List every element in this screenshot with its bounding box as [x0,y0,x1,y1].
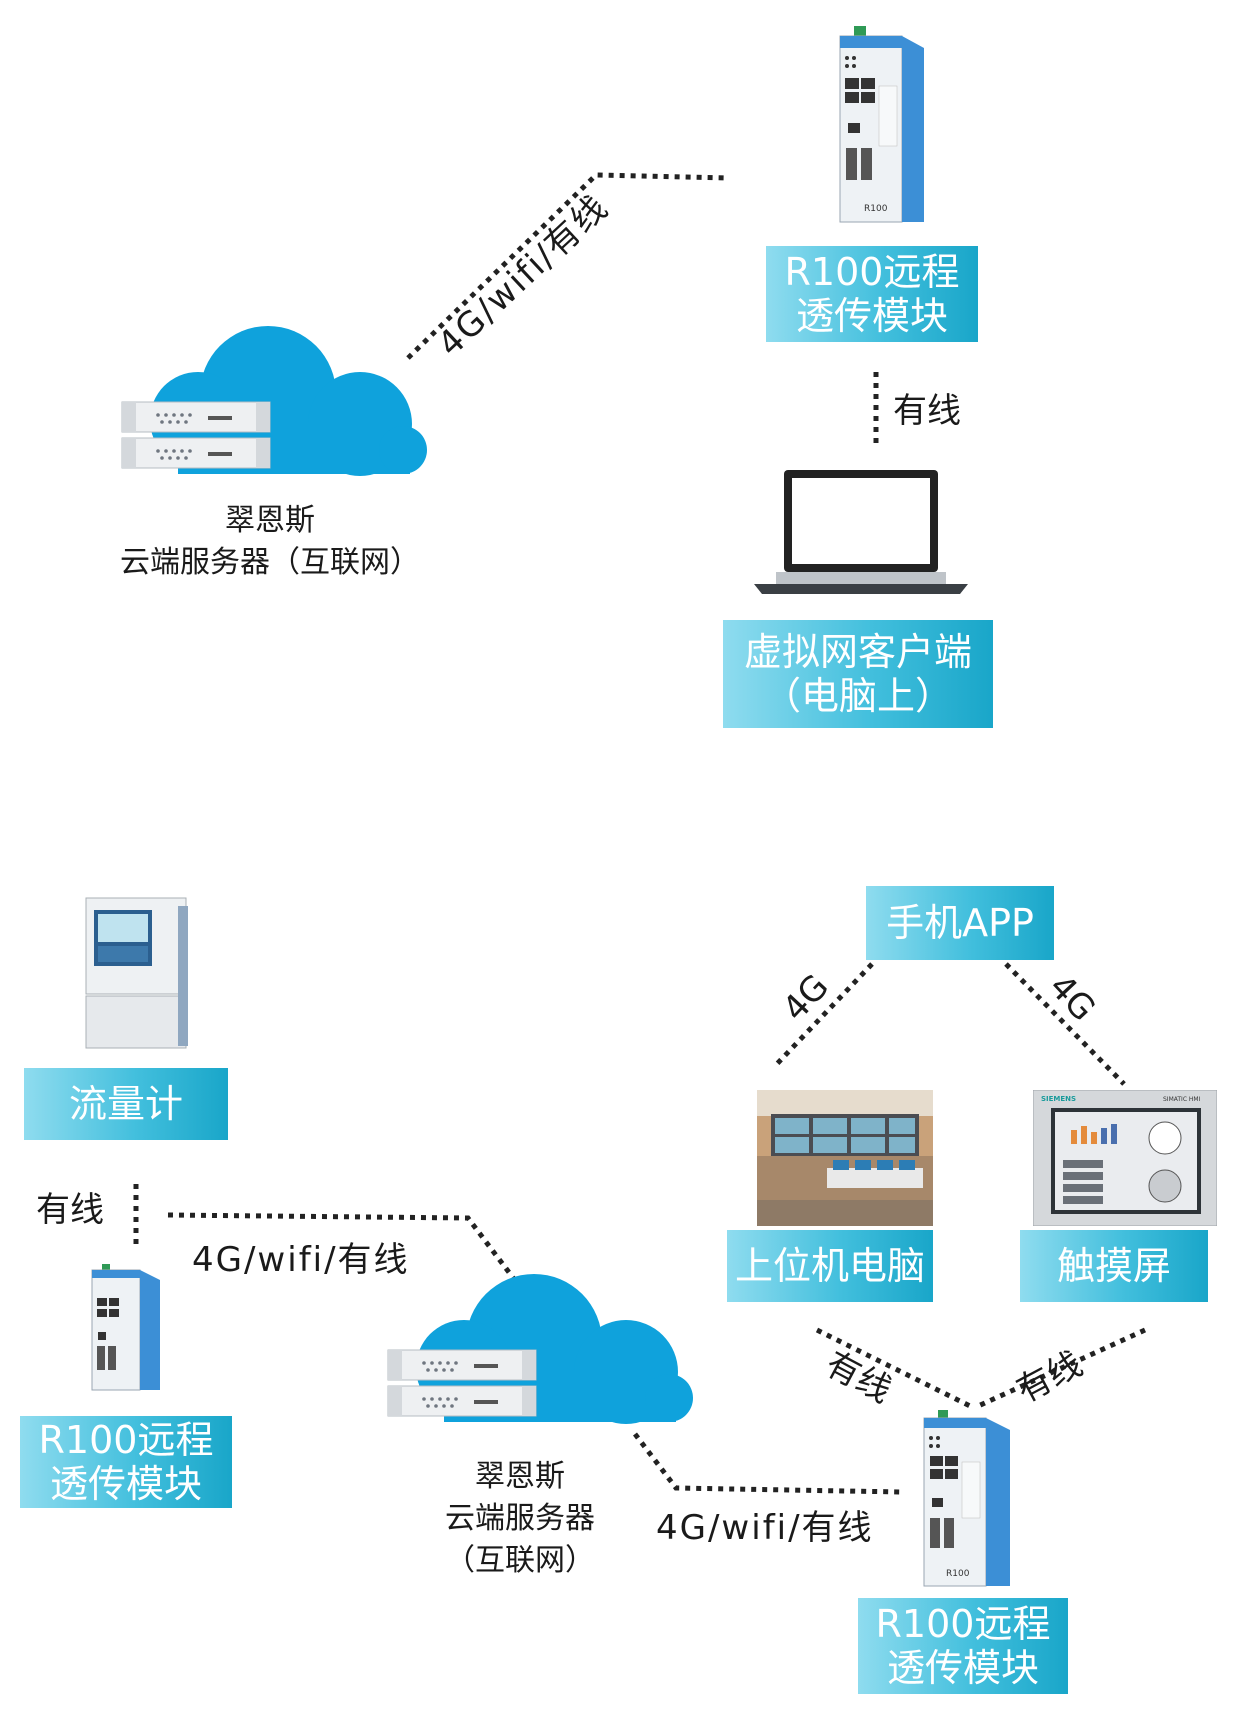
hmi-brand-text: SIEMENS [1041,1095,1076,1103]
laptop-label: 虚拟网客户端 （电脑上） [723,620,993,728]
router-model-text: R100 [864,204,888,214]
hmi-touchscreen-image: SIEMENS SIMATIC HMI [1033,1090,1217,1226]
cloud-server-top-image [118,312,428,487]
control-room-image [757,1090,933,1226]
router-bottom-left-label: R100远程 透传模块 [20,1416,232,1508]
router-bottom-right-label-line2: 透传模块 [886,1646,1039,1690]
link-label-top-router-laptop: 有线 [893,391,961,431]
cloud-top-caption: 翠恩斯 云端服务器（互联网） [70,500,470,584]
line-cloud-router-bottom [633,1432,903,1495]
flowmeter-label: 流量计 [24,1068,228,1140]
router-bottom-right-label: R100远程 透传模块 [858,1598,1068,1694]
laptop-image [746,466,976,601]
cloud-top-caption-line1: 翠恩斯 [225,503,315,538]
laptop-label-line1: 虚拟网客户端 [743,630,972,674]
pc-label: 上位机电脑 [727,1230,933,1302]
cloud-bottom-caption-line2: 云端服务器 [445,1501,595,1536]
router-top-label-line2: 透传模块 [795,294,948,338]
touch-label: 触摸屏 [1020,1230,1208,1302]
line-touch-router [974,1327,1147,1410]
cloud-bottom-caption: 翠恩斯 云端服务器 （互联网） [380,1456,660,1582]
line-pc-router [815,1327,974,1410]
line-router-cloud-bottom [167,1212,522,1289]
app-label-text: 手机APP [886,901,1034,945]
flowmeter-label-text: 流量计 [68,1082,183,1126]
router-bottom-right-image: R100 [920,1410,1020,1590]
cloud-bottom-caption-line3: （互联网） [445,1543,595,1578]
router-bottom-left-label-line2: 透传模块 [49,1462,202,1506]
router-bottom-right-label-line1: R100远程 [875,1602,1051,1646]
line-app-pc [773,962,874,1068]
pc-label-text: 上位机电脑 [734,1244,925,1288]
link-label-flowmeter-router: 有线 [36,1190,104,1230]
router-model-text: R100 [946,1569,970,1579]
router-top-label-line1: R100远程 [784,250,960,294]
server-stack-icon [387,1349,537,1417]
flowmeter-image [82,896,192,1051]
router-bottom-left-label-line1: R100远程 [38,1418,214,1462]
hmi-model-text: SIMATIC HMI [1163,1096,1201,1103]
laptop-label-line2: （电脑上） [762,674,953,718]
link-label-router-cloud-bottom: 4G/wifi/有线 [192,1240,410,1280]
cloud-bottom-caption-line1: 翠恩斯 [475,1459,565,1494]
server-stack-icon [121,401,271,469]
cloud-server-bottom-image [384,1260,694,1435]
router-top-label: R100远程 透传模块 [766,246,978,342]
router-bottom-left-image [88,1264,170,1394]
link-label-cloud-router-bottom: 4G/wifi/有线 [656,1508,874,1548]
app-label: 手机APP [866,886,1054,960]
router-top-image: R100 [834,26,934,226]
cloud-top-caption-line2: 云端服务器（互联网） [120,545,420,580]
touch-label-text: 触摸屏 [1056,1244,1171,1288]
